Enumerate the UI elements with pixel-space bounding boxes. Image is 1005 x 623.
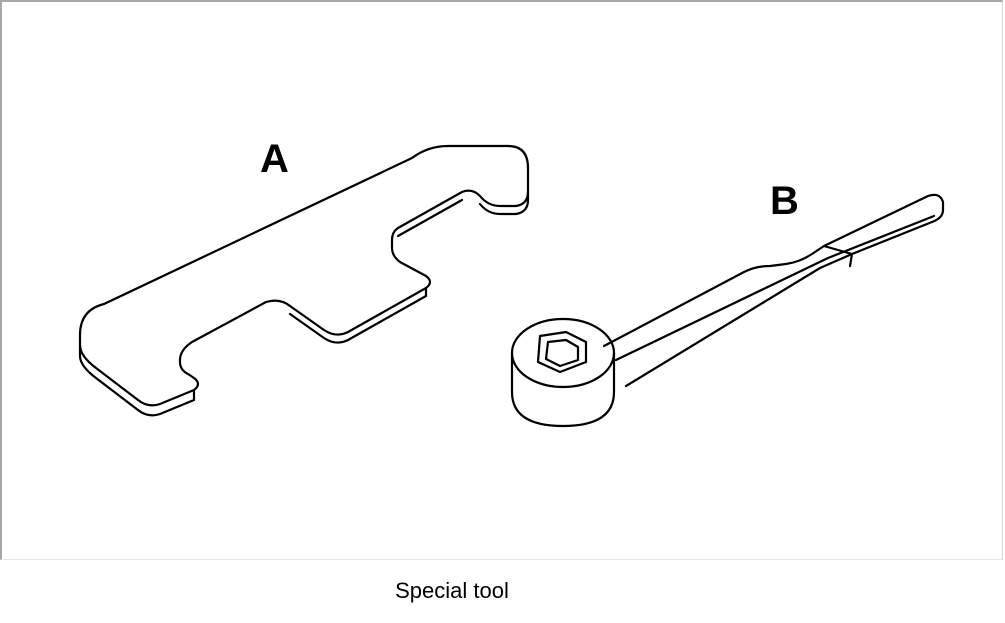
tool-b-socket-wrench: [510, 193, 945, 428]
special-tool-illustration: A B: [78, 137, 945, 428]
tool-a-side-edge: [78, 343, 196, 417]
figure-frame: [0, 0, 1003, 560]
tool-b-socket-top: [510, 317, 616, 389]
tool-b-socket-body: [510, 351, 616, 428]
label-a: A: [260, 137, 289, 181]
tool-a-top-face: [78, 144, 530, 407]
figure-caption: Special tool: [395, 578, 509, 603]
label-b: B: [770, 179, 799, 223]
tool-a-slot-edge: [288, 286, 428, 344]
tool-b-handle: [602, 193, 945, 388]
tool-a-right-edge: [478, 190, 530, 216]
tool-a-holder-plate: [78, 144, 530, 417]
tool-b-handle-step: [822, 244, 854, 268]
tool-b-handle-lower-edge: [614, 214, 936, 362]
tool-b-hex-inner: [544, 338, 580, 368]
tool-b-hex-opening: [536, 330, 588, 374]
tool-a-inner-slot-edge: [396, 198, 464, 238]
